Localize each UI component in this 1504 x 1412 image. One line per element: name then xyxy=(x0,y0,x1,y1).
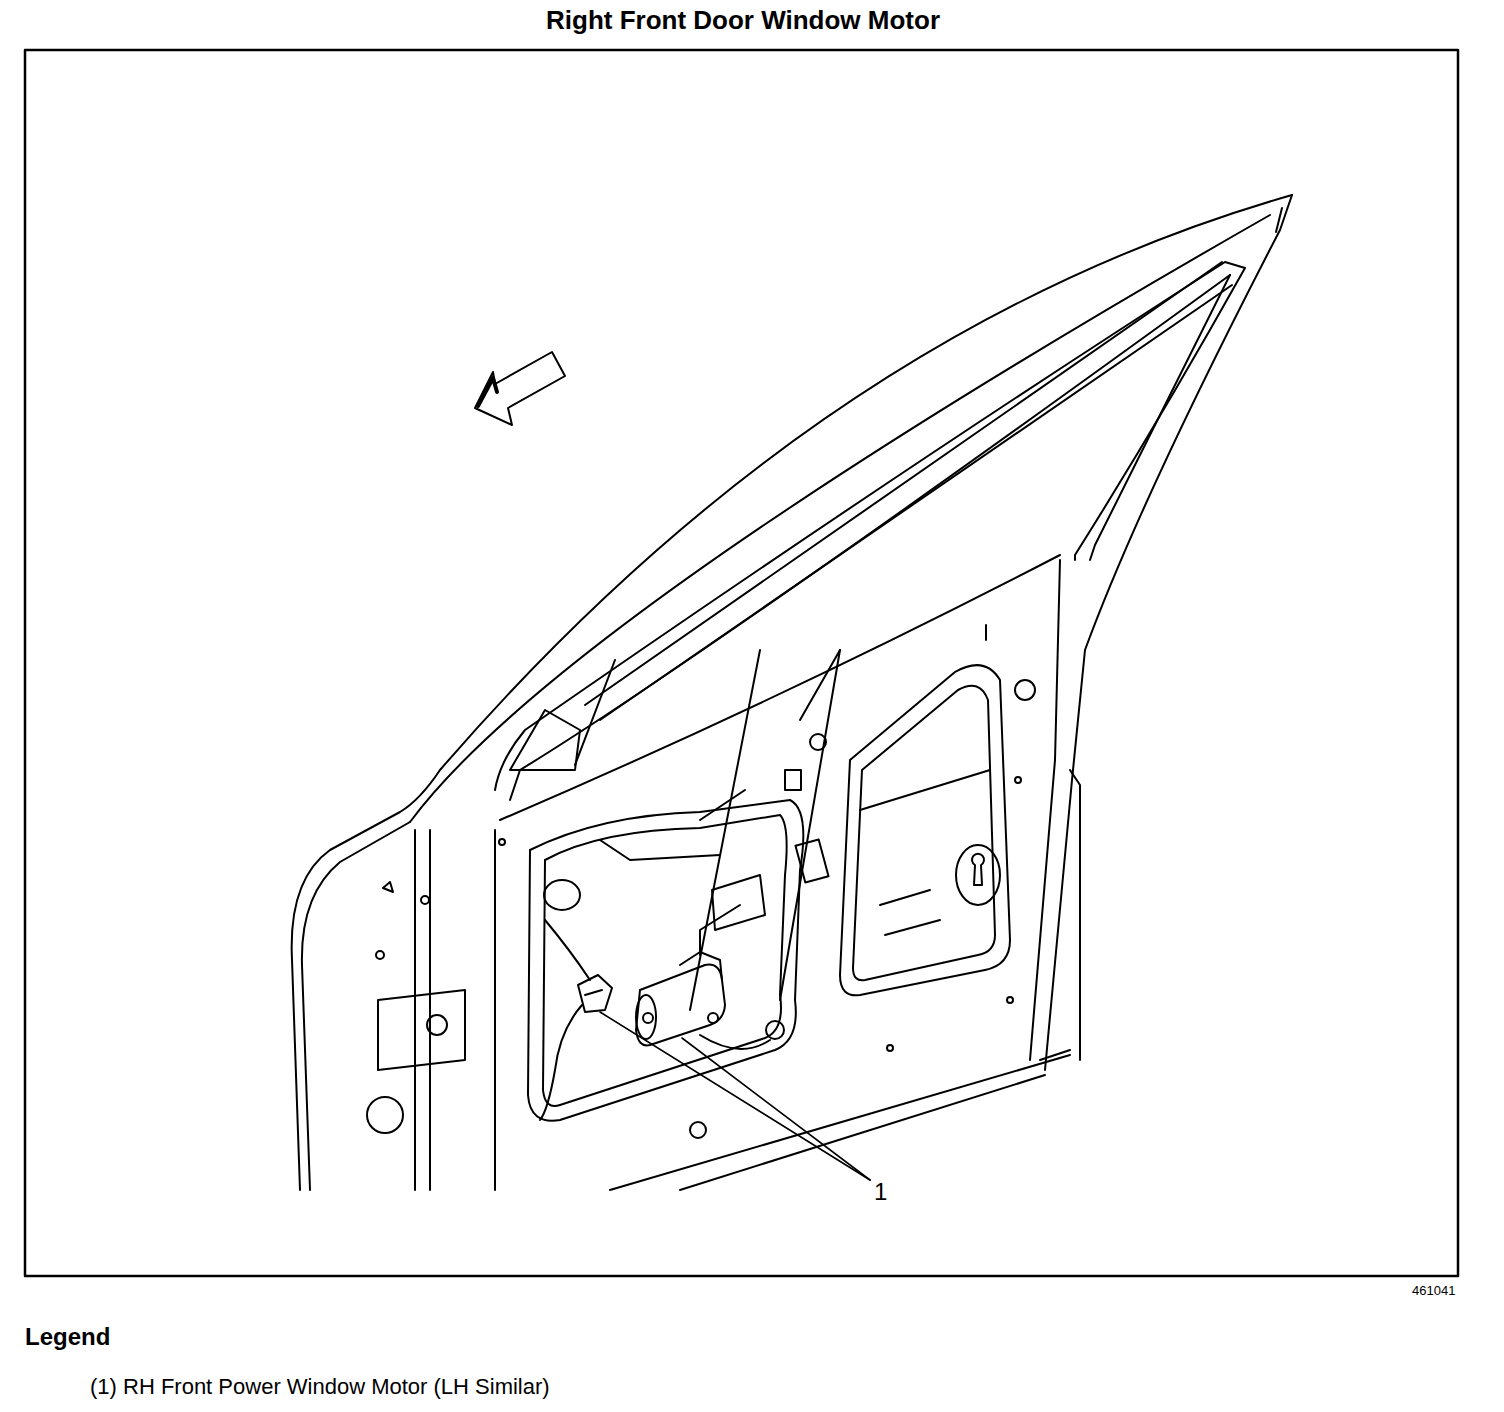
leader-line xyxy=(682,1038,870,1180)
window-motor xyxy=(636,905,740,1045)
callout-number: 1 xyxy=(874,1178,887,1206)
leader-line xyxy=(600,1012,870,1180)
front-arrow xyxy=(475,352,565,425)
motor-connector xyxy=(540,920,612,1120)
figure-title: Right Front Door Window Motor xyxy=(546,6,940,36)
legend-item: (1) RH Front Power Window Motor (LH Simi… xyxy=(90,1374,550,1399)
figure-number: 461041 xyxy=(1412,1284,1455,1299)
figure-frame xyxy=(25,50,1458,1276)
legend-heading: Legend xyxy=(25,1323,110,1351)
